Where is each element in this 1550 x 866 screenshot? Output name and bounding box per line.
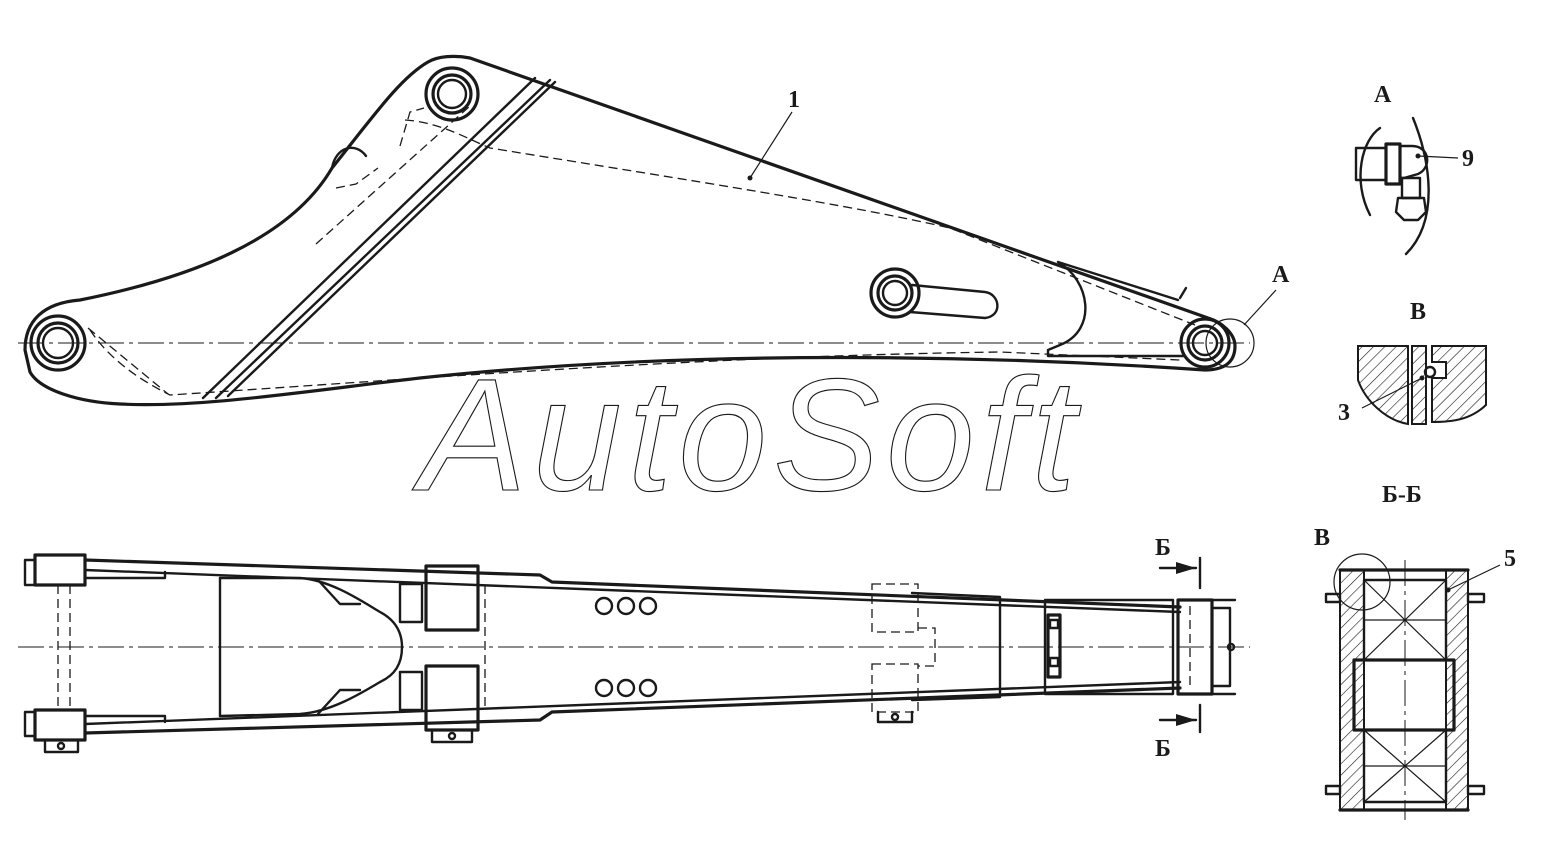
callout-3: 3: [1338, 400, 1350, 426]
lightening-holes-top: [594, 596, 658, 616]
detail-a-marker: А: [1272, 262, 1290, 288]
boom-side-outline: [23, 54, 1237, 407]
section-arrow-bottom: Б: [1155, 703, 1202, 762]
detail-v-marker: В: [1314, 525, 1330, 551]
pin-middle: [869, 267, 921, 319]
pin-lower-left: [29, 314, 87, 372]
watermark: AutoSoft: [412, 345, 1082, 524]
section-bb-title: Б-Б: [1382, 482, 1422, 508]
boom-plan-view: Б Б: [18, 535, 1250, 762]
detail-a-circle: [1205, 318, 1255, 368]
section-marker-top: Б: [1155, 535, 1171, 561]
callout-9: 9: [1462, 146, 1474, 172]
detail-v-title: В: [1410, 299, 1426, 325]
detail-a-view: А 9: [1354, 82, 1474, 256]
pin-top: [424, 66, 480, 122]
pin-right-end: [1179, 317, 1231, 369]
callout-5: 5: [1504, 546, 1516, 572]
detail-a-title: А: [1374, 82, 1392, 108]
section-marker-bottom: Б: [1155, 736, 1171, 762]
lightening-holes-bottom: [594, 678, 658, 698]
section-bb-view: Б-Б В 5: [1314, 482, 1516, 820]
boom-side-view: А 1: [18, 54, 1290, 407]
callout-1: 1: [788, 87, 800, 113]
detail-v-circle: [1333, 553, 1391, 611]
section-arrow-top: Б: [1155, 535, 1202, 590]
detail-v-view: В 3: [1338, 299, 1487, 426]
